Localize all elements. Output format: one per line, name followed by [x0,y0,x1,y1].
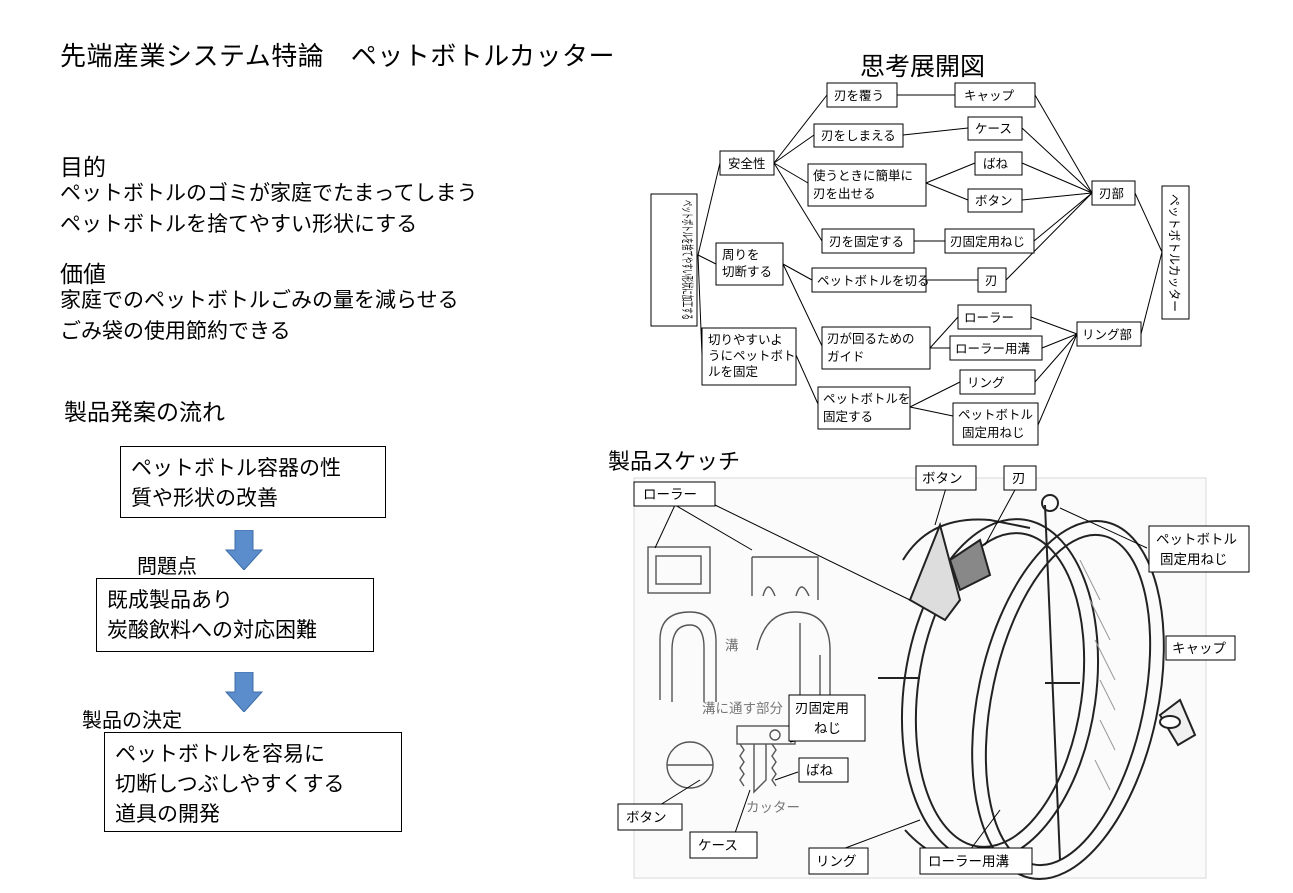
mindmap-node-fix: ルを固定 [708,364,758,379]
mindmap-node-ring-part: リング部 [1082,327,1132,342]
mindmap-root: ペットボトルを捨てやすい形状に加工する [680,200,695,320]
mindmap-node: 刃 [985,273,998,288]
value-heading: 価値 [60,262,106,288]
mindmap-node: リング [967,375,1005,390]
mindmap-heading: 思考展開図 [860,52,986,81]
sketch-label: ペットボトル [1156,532,1237,548]
mindmap-node: ペットボトルを [823,391,911,406]
mindmap-node: 刃固定用ねじ [950,234,1025,249]
sketch-label: ねじ [814,721,841,737]
flow-box-problem: 既成製品あり 炭酸飲料への対応困難 [96,578,374,652]
sketch-label: 刃固定用 [795,701,849,717]
sketch-note: 溝に通す部分 [702,701,783,717]
mindmap-node: キャップ [964,88,1015,103]
sketch-heading: 製品スケッチ [608,450,741,475]
mindmap-node: ガイド [827,349,865,364]
sketch-label: ボタン [626,810,667,826]
sketch-label: ばね [806,763,834,779]
mindmap-node: 刃を固定する [829,234,904,249]
mindmap-node: 刃を出せる [813,186,876,201]
mindmap-node: ペットボトルを切る [817,273,930,288]
sketch-note: 溝 [725,638,739,654]
sketch-label: ケース [698,838,738,854]
flow-box-line: ペットボトル容器の性 [131,456,341,480]
down-arrow-icon [224,672,264,712]
flow-box-line: 切断しつぶしやすくする [115,772,345,796]
flow-heading: 製品発案の流れ [64,400,225,426]
mindmap-node: ローラー用溝 [955,341,1031,356]
mindmap-node-cut: 周りを [722,247,760,262]
sketch-label: キャップ [1172,641,1226,657]
mindmap-node-fix: うにペットボト [708,348,796,363]
mindmap-node: 刃を覆う [834,88,884,103]
mindmap-node: 使うときに簡単に [813,168,913,183]
flow-box-improvement: ペットボトル容器の性 質や形状の改善 [120,446,386,518]
purpose-heading: 目的 [60,155,106,181]
mindmap-node: ケース [975,121,1012,136]
value-line: ごみ袋の使用節約できる [60,319,291,343]
flow-box-line: ペットボトルを容易に [115,742,325,766]
mindmap-node: ローラー [964,310,1014,325]
mindmap-node: ばね [983,156,1009,171]
mindmap-node-product: ペットボトルカッター [1167,194,1182,312]
page-title: 先端産業システム特論 ペットボトルカッター [60,42,615,72]
mindmap-node-fix: 切りやすいよ [708,332,783,347]
mindmap-node: ボタン [975,193,1013,208]
sketch-label: 固定用ねじ [1160,552,1228,568]
mindmap-node: ペットボトル [958,407,1033,422]
mindmap-node: 刃をしまえる [821,128,896,143]
flow-box-line: 道具の開発 [115,802,220,826]
flow-label-problem: 問題点 [137,554,197,578]
mindmap-node: 固定用ねじ [962,425,1025,440]
flow-box-decision: ペットボトルを容易に 切断しつぶしやすくする 道具の開発 [104,732,402,832]
purpose-text: ペットボトルのゴミが家庭でたまってしまう ペットボトルを捨てやすい形状にする [60,178,477,240]
purpose-line: ペットボトルを捨てやすい形状にする [60,212,418,236]
sketch-label: 刃 [1012,471,1026,487]
sketch-label: リング [816,854,857,870]
sketch-label: ローラー [643,487,697,503]
mindmap-node-safety: 安全性 [728,156,766,171]
flow-box-line: 質や形状の改善 [131,486,278,510]
sketch-label: ローラー用溝 [928,854,1009,870]
purpose-line: ペットボトルのゴミが家庭でたまってしまう [60,181,478,205]
mindmap-node: 固定する [823,409,873,424]
flow-label-decision: 製品の決定 [82,708,182,732]
value-line: 家庭でのペットボトルごみの量を減らせる [60,288,459,312]
sketch-label: ボタン [922,471,963,487]
down-arrow-icon [224,530,264,570]
sketch-note: カッター [746,800,800,816]
mindmap-node-blade-part: 刃部 [1099,186,1124,201]
value-text: 家庭でのペットボトルごみの量を減らせる ごみ袋の使用節約できる [60,285,459,347]
flow-box-line: 炭酸飲料への対応困難 [107,618,317,642]
flow-box-line: 既成製品あり [107,588,233,612]
mindmap-node: 刃が回るための [827,331,915,346]
mindmap-node-cut: 切断する [722,264,772,279]
